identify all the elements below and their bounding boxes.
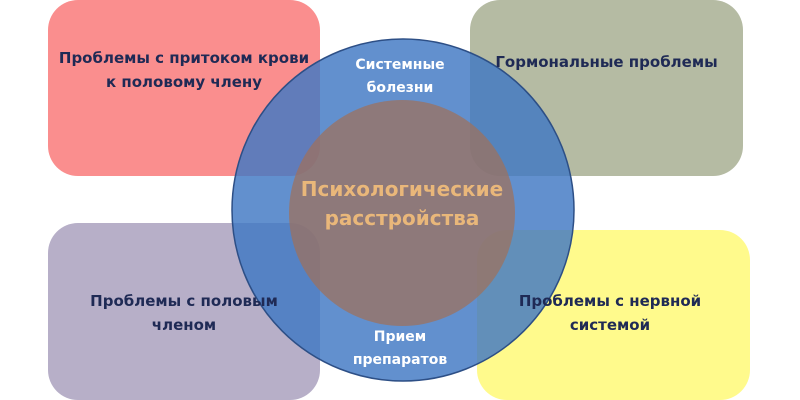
- label-line: Проблемы с притоком крови: [58, 49, 310, 67]
- label-line: Психологические: [300, 177, 504, 201]
- label-line: Проблемы с нервной: [518, 292, 702, 310]
- label-hormonal: Гормональные проблемы: [470, 50, 743, 74]
- label-line: системой: [569, 316, 651, 334]
- label-line: болезни: [366, 80, 434, 96]
- label-systemic-diseases: Системные болезни: [320, 54, 480, 100]
- label-blood-flow: Проблемы с притоком крови к половому чле…: [48, 46, 320, 94]
- label-line: членом: [151, 316, 217, 334]
- label-penis-problems: Проблемы с половым членом: [48, 289, 320, 337]
- label-line: Проблемы с половым: [90, 292, 278, 310]
- label-nervous-system: Проблемы с нервной системой: [490, 289, 730, 337]
- label-drug-intake: Прием препаратов: [320, 326, 480, 372]
- label-line: препаратов: [352, 352, 448, 368]
- label-line: Прием: [373, 329, 427, 345]
- label-psychological-disorders: Психологические расстройства: [282, 175, 522, 233]
- label-line: Системные: [355, 57, 445, 73]
- label-line: к половому члену: [105, 73, 263, 91]
- label-line: Гормональные проблемы: [495, 53, 718, 71]
- inner-circle: [289, 100, 515, 326]
- label-line: расстройства: [324, 206, 480, 230]
